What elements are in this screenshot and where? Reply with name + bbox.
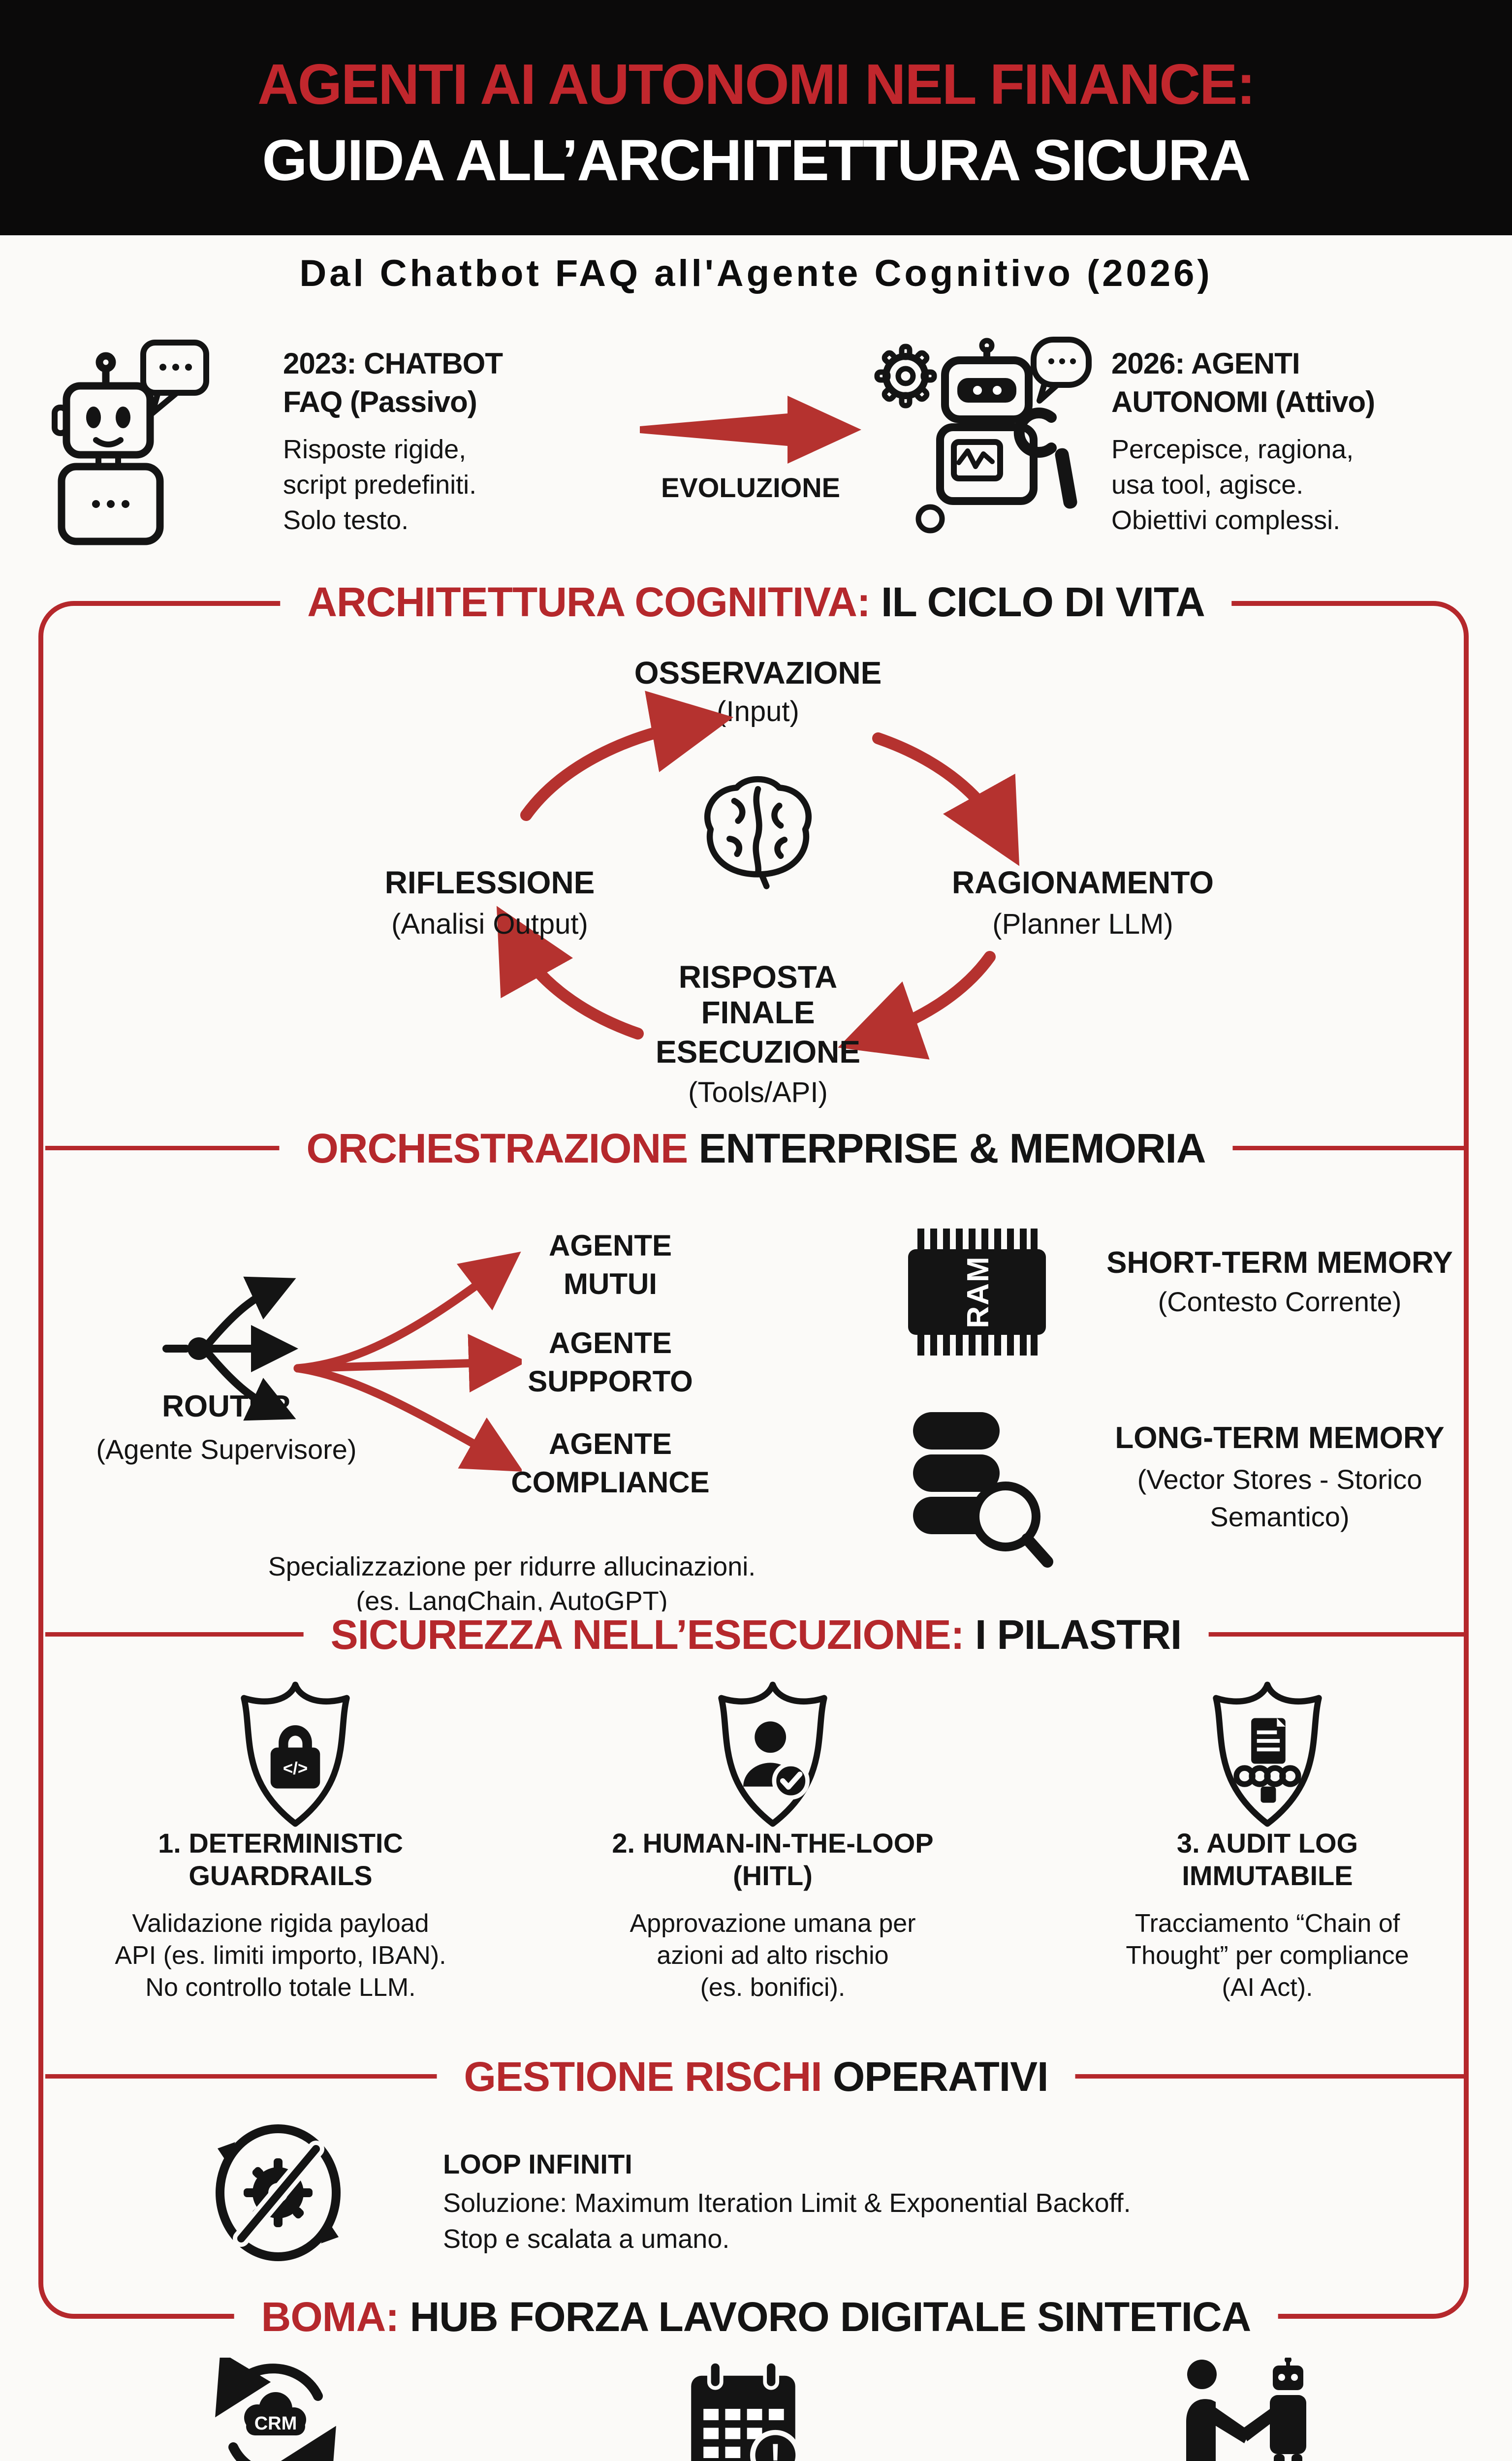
cycle-node-observation: OSSERVAZIONE bbox=[634, 655, 882, 691]
future-era-body: Percepisce, ragiona, usa tool, agisce. O… bbox=[1111, 435, 1354, 535]
agent-mutui-label: AGENTE MUTUI bbox=[548, 1229, 672, 1300]
past-era-title: 2023: CHATBOT FAQ (Passivo) bbox=[283, 347, 503, 418]
short-term-memory-title: SHORT-TERM MEMORY bbox=[1106, 1246, 1453, 1280]
pillar-2-body: Approvazione umana per azioni ad alto ri… bbox=[630, 1909, 916, 2002]
brain-icon bbox=[704, 776, 812, 889]
boma-section-heading: BOMA: HUB FORZA LAVORO DIGITALE SINTETIC… bbox=[234, 2294, 1278, 2340]
shield-person-check-icon bbox=[718, 1681, 827, 1827]
short-term-memory-sub: (Contesto Corrente) bbox=[1158, 1286, 1402, 1317]
crm-badge-label: CRM bbox=[254, 2413, 297, 2434]
chatbot-robot-icon bbox=[52, 340, 209, 545]
evolution-arrow-label: EVOLUZIONE bbox=[661, 472, 841, 503]
calendar-alert-icon: ! bbox=[691, 2360, 801, 2461]
orchestration-note: Specializzazione per ridurre allucinazio… bbox=[268, 1552, 756, 1616]
cycle-center-label: RISPOSTA FINALE bbox=[678, 959, 838, 1030]
agent-supporto-label: AGENTE SUPPORTO bbox=[528, 1326, 693, 1398]
cycle-node-execution: ESECUZIONE bbox=[655, 1034, 861, 1070]
security-heading-black: I PILASTRI bbox=[964, 1611, 1182, 1658]
shield-code-lock-icon: </> bbox=[241, 1681, 350, 1827]
svg-text:</>: </> bbox=[283, 1759, 308, 1778]
risks-section-heading: GESTIONE RISCHI OPERATIVI bbox=[437, 2053, 1075, 2100]
long-term-memory-title: LONG-TERM MEMORY bbox=[1115, 1421, 1445, 1455]
cycle-node-reasoning-sub: (Planner LLM) bbox=[992, 908, 1173, 940]
risks-heading-red: GESTIONE RISCHI bbox=[464, 2053, 822, 2100]
loop-risk-title: LOOP INFINITI bbox=[443, 2148, 632, 2179]
orchestration-section-heading: ORCHESTRAZIONE ENTERPRISE & MEMORIA bbox=[279, 1125, 1233, 1172]
security-heading-red: SICUREZZA NELL’ESECUZIONE: bbox=[330, 1611, 965, 1658]
human-ai-handshake-icon bbox=[1186, 2358, 1306, 2461]
risks-heading-black: OPERATIVI bbox=[821, 2053, 1049, 2100]
security-section-heading: SICUREZZA NELL’ESECUZIONE: I PILASTRI bbox=[303, 1611, 1209, 1658]
crm-sync-icon: CRM bbox=[215, 2358, 336, 2461]
pillar-1-title: 1. DETERMINISTIC GUARDRAILS bbox=[158, 1828, 403, 1892]
page-title-line1: AGENTI AI AUTONOMI NEL FINANCE: bbox=[257, 52, 1256, 116]
lifecycle-heading-red: ARCHITETTURA COGNITIVA: bbox=[307, 579, 871, 625]
pillar-3-title: 3. AUDIT LOG IMMUTABILE bbox=[1176, 1828, 1358, 1892]
cycle-node-reflection-sub: (Analisi Output) bbox=[391, 908, 588, 940]
router-fan-arrows bbox=[293, 1251, 522, 1472]
page-subtitle: Dal Chatbot FAQ all'Agente Cognitivo (20… bbox=[299, 252, 1213, 294]
pillar-2-title: 2. HUMAN-IN-THE-LOOP (HITL) bbox=[612, 1828, 934, 1892]
lifecycle-section-heading: ARCHITETTURA COGNITIVA: IL CICLO DI VITA bbox=[280, 579, 1232, 626]
shield-chain-log-icon bbox=[1213, 1681, 1322, 1827]
page-title-line2: GUIDA ALL’ARCHITETTURA SICURA bbox=[262, 128, 1251, 193]
router-icon bbox=[162, 1276, 298, 1421]
cycle-node-execution-sub: (Tools/API) bbox=[688, 1076, 828, 1108]
orchestration-heading-black: ENTERPRISE & MEMORIA bbox=[688, 1125, 1206, 1171]
past-era-body: Risposte rigide, script predefiniti. Sol… bbox=[283, 435, 477, 535]
ram-chip-icon: RAM bbox=[908, 1229, 1046, 1356]
orchestration-heading-red: ORCHESTRAZIONE bbox=[306, 1125, 688, 1171]
pillar-1-body: Validazione rigida payload API (es. limi… bbox=[115, 1909, 446, 2002]
agent-compliance-label: AGENTE COMPLIANCE bbox=[511, 1427, 710, 1499]
boma-heading-red: BOMA: bbox=[261, 2294, 400, 2340]
lifecycle-heading-black: IL CICLO DI VITA bbox=[870, 579, 1205, 625]
router-label: ROUTER bbox=[162, 1389, 291, 1423]
vector-store-icon bbox=[913, 1412, 1053, 1568]
evolution-arrow-icon bbox=[640, 396, 861, 464]
svg-text:!: ! bbox=[770, 2436, 781, 2461]
ram-chip-label: RAM bbox=[961, 1256, 995, 1328]
cycle-arrows bbox=[496, 691, 1020, 1060]
infinite-loop-risk-icon bbox=[216, 2124, 341, 2261]
router-sublabel: (Agente Supervisore) bbox=[96, 1434, 357, 1465]
boma-heading-black: HUB FORZA LAVORO DIGITALE SINTETICA bbox=[399, 2294, 1252, 2340]
header-band bbox=[0, 0, 1512, 235]
autonomous-agent-icon bbox=[874, 337, 1092, 534]
cycle-node-reflection: RIFLESSIONE bbox=[384, 865, 595, 900]
long-term-memory-sub: (Vector Stores - Storico Semantico) bbox=[1137, 1464, 1422, 1532]
cycle-node-reasoning: RAGIONAMENTO bbox=[951, 865, 1214, 900]
future-era-title: 2026: AGENTI AUTONOMI (Attivo) bbox=[1111, 347, 1375, 418]
loop-risk-body: Soluzione: Maximum Iteration Limit & Exp… bbox=[443, 2188, 1131, 2254]
pillar-3-body: Tracciamento “Chain of Thought” per comp… bbox=[1126, 1909, 1409, 2002]
